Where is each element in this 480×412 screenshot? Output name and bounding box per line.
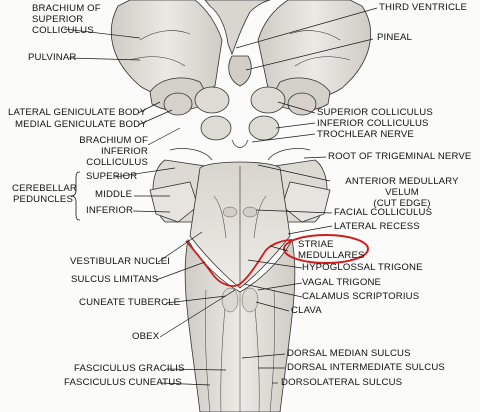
label-dorsal-intermediate-sulcus: DORSAL INTERMEDIATE SULCUS: [287, 362, 445, 373]
striae-medullares-highlight: [185, 239, 293, 287]
label-brachium-superior-colliculus: BRACHIUM OF SUPERIOR COLLICULUS: [32, 3, 101, 36]
label-clava: CLAVA: [291, 305, 322, 316]
label-superior-peduncle: SUPERIOR: [86, 171, 138, 182]
label-hypoglossal-trigone: HYPOGLOSSAL TRIGONE: [302, 262, 423, 273]
label-cuneate-tubercle: CUNEATE TUBERCLE: [79, 297, 181, 308]
label-sulcus-limitans: SULCUS LIMITANS: [71, 274, 159, 285]
label-superior-colliculus: SUPERIOR COLLICULUS: [317, 107, 433, 118]
label-fasciculus-cuneatus: FASCICULUS CUNEATUS: [64, 377, 182, 388]
colliculi: [163, 86, 317, 141]
peduncles-brace: [70, 171, 81, 221]
label-anterior-medullary-velum: ANTERIOR MEDULLARY VELUM (CUT EDGE): [345, 176, 459, 209]
label-root-trigeminal-nerve: ROOT OF TRIGEMINAL NERVE: [328, 151, 472, 162]
label-vestibular-nuclei: VESTIBULAR NUCLEI: [70, 256, 171, 267]
label-inferior-colliculus: INFERIOR COLLICULUS: [317, 118, 429, 129]
label-lateral-recess: LATERAL RECESS: [334, 221, 420, 232]
label-pulvinar: PULVINAR: [28, 52, 77, 63]
leader-lines: [63, 7, 378, 386]
label-middle-peduncle: MIDDLE: [95, 189, 133, 200]
striae-medullares-circle: [283, 234, 369, 264]
label-dorsal-median-sulcus: DORSAL MEDIAN SULCUS: [287, 348, 411, 359]
label-brachium-inferior-colliculus: BRACHIUM OF INFERIOR COLLICULUS: [79, 135, 148, 168]
label-facial-colliculus: FACIAL COLLICULUS: [334, 207, 433, 218]
label-obex: OBEX: [132, 331, 160, 342]
label-striae-medullares: STRIAE MEDULLARES: [298, 239, 365, 261]
label-inferior-peduncle: INFERIOR: [86, 205, 134, 216]
label-medial-geniculate-body: MEDIAL GENICULATE BODY: [15, 119, 147, 130]
label-cerebellar-peduncles: CEREBELLAR PEDUNCLES: [12, 183, 77, 205]
label-calamus-scriptorius: CALAMUS SCRIPTORIUS: [302, 291, 420, 302]
label-dorsolateral-sulcus: DORSOLATERAL SULCUS: [281, 377, 403, 388]
label-trochlear-nerve: TROCHLEAR NERVE: [317, 129, 414, 140]
label-lateral-geniculate-body: LATERAL GENICULATE BODY: [8, 107, 147, 118]
label-vagal-trigone: VAGAL TRIGONE: [302, 277, 382, 288]
pineal-body: [228, 55, 252, 87]
label-fasciculus-gracilis: FASCICULUS GRACILIS: [74, 363, 185, 374]
label-pineal: PINEAL: [377, 32, 413, 43]
label-third-ventricle: THIRD VENTRICLE: [379, 2, 468, 13]
